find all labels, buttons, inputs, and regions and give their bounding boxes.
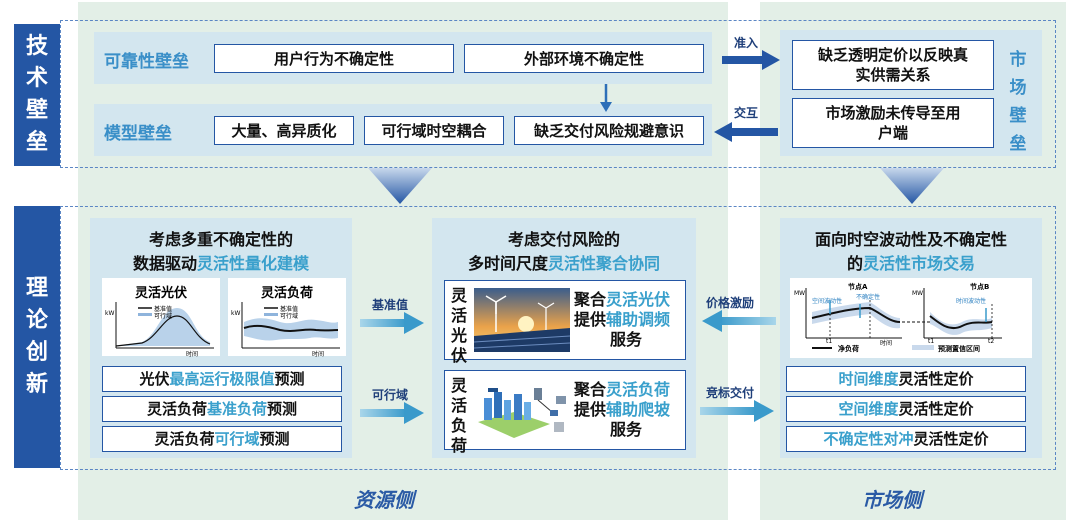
right-arrow-icon xyxy=(360,312,424,334)
heterogeneity-box: 大量、高异质化 xyxy=(214,116,354,145)
load-card-side-label: 灵活负荷 xyxy=(450,376,467,455)
pred-load-baseline: 灵活负荷基准负荷预测 xyxy=(102,396,342,422)
pv-card-line2: 提供辅助调频 xyxy=(574,310,671,329)
nodeA-band xyxy=(812,302,900,329)
quant-title-1: 考虑多重不确定性的 xyxy=(148,230,293,249)
feasible-arrow-label: 可行域 xyxy=(372,388,409,402)
pv-card-side-label: 灵活光伏 xyxy=(450,286,467,365)
model-label: 模型壁垒 xyxy=(104,124,172,144)
right-arrow-icon xyxy=(722,50,780,70)
load-chart: 灵活负荷 基准值 可行域 kW 时间 xyxy=(228,278,346,358)
load-card-line1: 聚合灵活负荷 xyxy=(574,380,671,399)
pred-load-feasible: 灵活负荷可行域预测 xyxy=(102,426,342,452)
agg-title-1: 考虑交付风险的 xyxy=(507,230,620,249)
market-title-2: 的灵活性市场交易 xyxy=(846,254,976,273)
reliability-label: 可靠性壁垒 xyxy=(104,52,189,72)
chevron-down-icon xyxy=(368,168,432,204)
theory-frame xyxy=(60,206,1056,470)
left-arrow-icon xyxy=(702,310,776,332)
load-image xyxy=(474,378,570,442)
environment-box: 外部环境不确定性 xyxy=(464,44,704,73)
pricing-time: 时间维度灵活性定价 xyxy=(786,366,1026,392)
spatiotemporal-box: 可行域时空耦合 xyxy=(364,116,504,145)
left-bar-theory: 理论创新 xyxy=(14,206,60,468)
quant-title-2: 数据驱动灵活性量化建模 xyxy=(132,254,310,273)
right-arrow-icon xyxy=(360,402,424,424)
load-feasible-band xyxy=(244,318,338,341)
net-load-chart: 节点A 节点B 空间波动性 不确定性 时间波动性 t1 t1 t2 时间 MW … xyxy=(790,278,1032,358)
pv-baseline-line xyxy=(115,315,211,347)
nodeB-line xyxy=(929,315,993,330)
pv-card-line1: 聚合灵活光伏 xyxy=(574,290,671,309)
incentive-box: 市场激励未传导至用户端 xyxy=(792,98,994,148)
market-barrier-label: 市场壁垒 xyxy=(1009,50,1027,154)
pricing-space: 空间维度灵活性定价 xyxy=(786,396,1026,422)
arrow-in-label: 准入 xyxy=(734,36,759,50)
arrow-interact-label: 交互 xyxy=(734,106,759,120)
baseline-arrow-label: 基准值 xyxy=(372,298,409,312)
pv-feasible-band xyxy=(116,308,210,346)
load-baseline-line xyxy=(243,324,339,332)
load-card-line2: 提供辅助爬坡 xyxy=(574,400,671,419)
resource-side-label: 资源侧 xyxy=(354,488,414,512)
down-arrow-icon xyxy=(600,84,612,112)
transparent-pricing-box: 缺乏透明定价以反映真实供需关系 xyxy=(792,40,994,90)
nodeB-band xyxy=(930,312,992,335)
right-arrow-icon xyxy=(700,400,774,422)
left-bar-tech-barrier: 技术壁垒 xyxy=(14,24,60,166)
pv-image xyxy=(474,288,570,352)
pv-chart: 灵活光伏 基准值 可行域 kW 时间 xyxy=(102,278,220,358)
pred-pv-limit: 光伏最高运行极限值预测 xyxy=(102,366,342,392)
user-behavior-box: 用户行为不确定性 xyxy=(214,44,454,73)
tech-barrier-frame xyxy=(60,20,1056,168)
pv-card-line3: 服务 xyxy=(610,330,643,349)
chevron-down-icon xyxy=(880,168,944,204)
load-card-line3: 服务 xyxy=(610,420,643,439)
market-title-1: 面向时空波动性及不确定性 xyxy=(814,230,1007,249)
bid-arrow-label: 竞标交付 xyxy=(706,386,755,400)
left-arrow-icon xyxy=(714,122,778,142)
market-side-label: 市场侧 xyxy=(862,488,922,512)
agg-title-2: 多时间尺度灵活性聚合协同 xyxy=(467,254,661,273)
pricing-uncertainty: 不确定性对冲灵活性定价 xyxy=(786,426,1026,452)
risk-awareness-box: 缺乏交付风险规避意识 xyxy=(514,116,704,145)
price-arrow-label: 价格激励 xyxy=(706,296,755,310)
